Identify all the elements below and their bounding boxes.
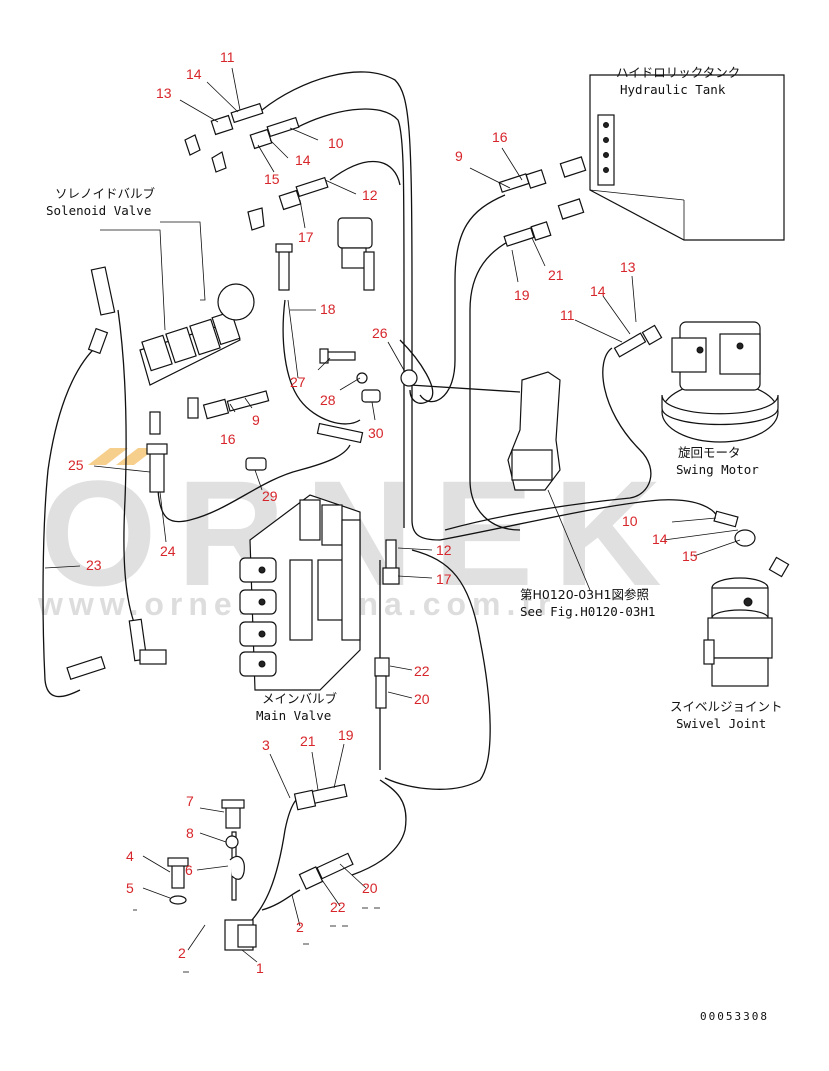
callout-5: 5 xyxy=(126,880,134,896)
callout-30: 30 xyxy=(368,425,384,441)
callout-24: 24 xyxy=(160,543,176,559)
callout-17-mid: 17 xyxy=(436,571,452,587)
tube-fittings xyxy=(66,102,790,890)
solenoid-valve-label-en: Solenoid Valve xyxy=(46,203,151,218)
swing-motor-label-jp: 旋回モータ xyxy=(678,445,741,460)
callout-9-right: 9 xyxy=(455,148,463,164)
callout-19-right: 19 xyxy=(514,287,530,303)
callout-9-left: 9 xyxy=(252,412,260,428)
callout-18: 18 xyxy=(320,301,336,317)
callout-25: 25 xyxy=(68,457,84,473)
callout-15-swivel: 15 xyxy=(682,548,698,564)
see-figure-note-jp: 第H0120-03H1図参照 xyxy=(520,587,649,602)
swivel-joint-label-en: Swivel Joint xyxy=(676,716,766,731)
callout-12-mid: 12 xyxy=(436,542,452,558)
callout-3: 3 xyxy=(262,737,270,753)
callout-20-bottom: 20 xyxy=(362,880,378,896)
callouts: 11 14 13 10 14 15 12 17 18 9 16 21 19 13… xyxy=(68,49,698,976)
callout-20-mid: 20 xyxy=(414,691,430,707)
hose-routes xyxy=(42,71,719,926)
callout-12-top: 12 xyxy=(362,187,378,203)
hydraulic-tank xyxy=(589,74,785,241)
callout-dash-marks xyxy=(133,907,380,973)
main-valve xyxy=(239,494,361,691)
callout-16-left: 16 xyxy=(220,431,236,447)
drawing-number: 00053308 xyxy=(700,1010,769,1023)
callout-21-right: 21 xyxy=(548,267,564,283)
solenoid-valve xyxy=(139,283,255,435)
callout-26: 26 xyxy=(372,325,388,341)
swivel-joint-label-jp: スイベルジョイント xyxy=(670,699,783,714)
callout-1: 1 xyxy=(256,960,264,976)
callout-29: 29 xyxy=(262,488,278,504)
bottom-solenoid-assembly xyxy=(167,799,257,951)
callout-11-right: 11 xyxy=(560,307,575,323)
callout-16-right: 16 xyxy=(492,129,508,145)
callout-2-left: 2 xyxy=(178,945,186,961)
callout-27: 27 xyxy=(290,374,306,390)
solenoid-valve-label-jp: ソレノイドバルブ xyxy=(55,186,156,201)
callout-23: 23 xyxy=(86,557,102,573)
hydraulic-tank-label-en: Hydraulic Tank xyxy=(620,82,726,97)
leader-lines xyxy=(44,67,741,963)
callout-11-top: 11 xyxy=(220,49,235,65)
swing-motor-label-en: Swing Motor xyxy=(676,462,759,477)
callout-28: 28 xyxy=(320,392,336,408)
callout-21-bottom: 21 xyxy=(300,733,316,749)
swivel-joint xyxy=(703,577,773,687)
hydraulic-tank-label-jp: ハイドロリックタンク xyxy=(616,65,740,80)
callout-13-top: 13 xyxy=(156,85,172,101)
callout-14-right: 14 xyxy=(590,283,606,299)
callout-14-mid: 14 xyxy=(295,152,311,168)
callout-14-swivel: 14 xyxy=(652,531,668,547)
callout-13-right: 13 xyxy=(620,259,636,275)
main-valve-label-en: Main Valve xyxy=(256,708,331,723)
callout-22-mid: 22 xyxy=(414,663,430,679)
see-figure-note-en: See Fig.H0120-03H1 xyxy=(520,604,655,619)
main-valve-label-jp: メインバルブ xyxy=(262,691,338,706)
callout-17-top: 17 xyxy=(298,229,314,245)
callout-14-top: 14 xyxy=(186,66,202,82)
callout-2-right: 2 xyxy=(296,919,304,935)
swing-motor xyxy=(661,321,779,443)
callout-10-right: 10 xyxy=(622,513,638,529)
callout-7: 7 xyxy=(186,793,194,809)
callout-4: 4 xyxy=(126,848,134,864)
callout-22-bottom: 22 xyxy=(330,899,346,915)
callout-19-bottom: 19 xyxy=(338,727,354,743)
watermark-accent-mark xyxy=(88,448,156,465)
callout-6: 6 xyxy=(185,862,193,878)
callout-10-top: 10 xyxy=(328,135,344,151)
callout-15-top: 15 xyxy=(264,171,280,187)
callout-8: 8 xyxy=(186,825,194,841)
